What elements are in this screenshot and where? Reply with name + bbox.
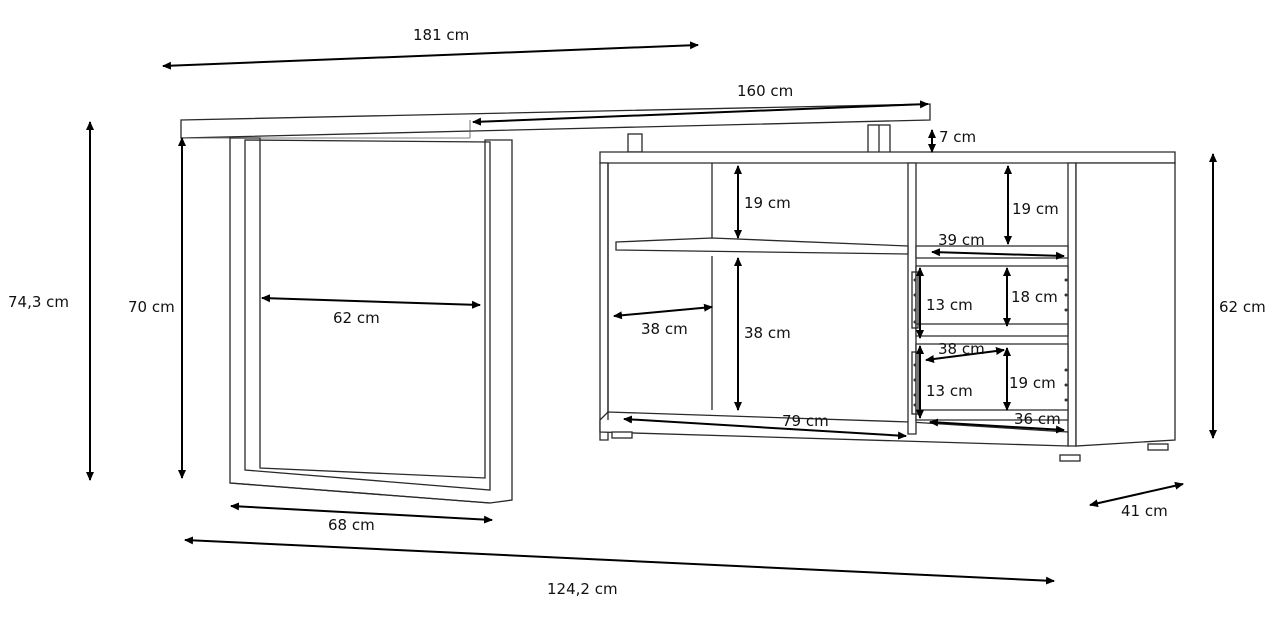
label-drawer-height-2: 19 cm bbox=[1009, 374, 1056, 392]
label-top-thickness: 7 cm bbox=[939, 128, 976, 146]
dimension-arrows bbox=[86, 41, 1217, 585]
arrow-leg-depth bbox=[230, 502, 493, 524]
metal-leg bbox=[229, 137, 513, 504]
dimension-labels: 181 cm 160 cm 7 cm 19 cm 19 cm 39 cm 74,… bbox=[8, 26, 1266, 598]
arrow-compartment-width bbox=[613, 303, 713, 320]
label-total-height: 74,3 cm bbox=[8, 293, 69, 311]
arrow-shelf-width-right bbox=[931, 248, 1065, 260]
arrow-width-total bbox=[162, 41, 699, 70]
arrow-drawer-width-2 bbox=[929, 418, 1065, 434]
arrow-top-length bbox=[472, 100, 929, 126]
label-cabinet-depth: 41 cm bbox=[1121, 502, 1168, 520]
label-leg-inner-width: 62 cm bbox=[333, 309, 380, 327]
label-top-length: 160 cm bbox=[737, 82, 793, 100]
side-cabinet bbox=[599, 151, 1176, 462]
label-shelf-top-left-height: 19 cm bbox=[744, 194, 791, 212]
label-cabinet-width: 79 cm bbox=[782, 412, 829, 430]
label-shelf-width-right: 39 cm bbox=[938, 231, 985, 249]
label-compartment-height: 38 cm bbox=[744, 324, 791, 342]
label-small-height-2: 13 cm bbox=[926, 382, 973, 400]
arrow-cabinet-width bbox=[623, 415, 907, 440]
label-drawer-width-1: 38 cm bbox=[938, 340, 985, 358]
label-overall-length: 124,2 cm bbox=[547, 580, 618, 598]
label-compartment-width: 38 cm bbox=[641, 320, 688, 338]
arrow-leg-inner-width bbox=[261, 294, 481, 309]
top-connectors bbox=[627, 124, 891, 156]
label-drawer-width-2: 36 cm bbox=[1014, 410, 1061, 428]
arrow-overall-length bbox=[184, 536, 1055, 585]
arrow-drawer-width-1 bbox=[925, 347, 1005, 363]
label-cabinet-height: 62 cm bbox=[1219, 298, 1266, 316]
label-leg-height: 70 cm bbox=[128, 298, 175, 316]
arrow-cabinet-depth bbox=[1089, 481, 1184, 508]
label-leg-depth: 68 cm bbox=[328, 516, 375, 534]
label-width-total: 181 cm bbox=[413, 26, 469, 44]
label-drawer-height-1: 18 cm bbox=[1011, 288, 1058, 306]
label-small-height-1: 13 cm bbox=[926, 296, 973, 314]
label-shelf-top-right-height: 19 cm bbox=[1012, 200, 1059, 218]
